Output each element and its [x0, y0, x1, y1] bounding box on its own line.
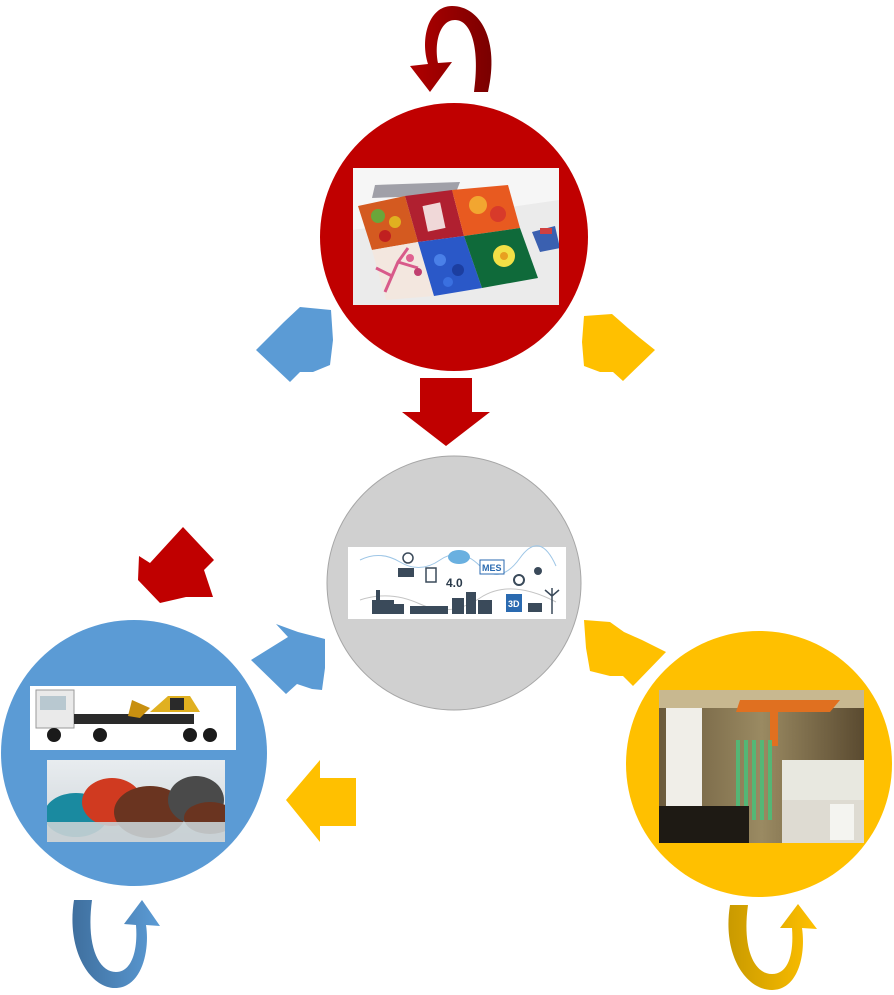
conveyor-icon	[410, 606, 448, 614]
red-self-loop-arrow	[410, 6, 492, 92]
gold-arrow-to-blue-node	[286, 760, 356, 842]
factory-icon	[372, 590, 404, 614]
cloud-icon	[448, 550, 470, 564]
blue-arrow-to-red-node	[256, 307, 333, 382]
gold-arrow-to-center-node	[584, 620, 666, 686]
truck-icon	[528, 603, 542, 612]
industrial-plating-line-photo	[659, 690, 864, 843]
blue-arrow-to-center-node	[251, 624, 325, 694]
skyline-icon	[452, 592, 492, 614]
printed-tiles-photo	[353, 168, 559, 305]
left-blue-node	[1, 620, 267, 886]
red-down-arrow	[402, 378, 490, 446]
red-arrow-to-blue-node	[138, 527, 214, 603]
lightbulb-icon	[534, 567, 542, 575]
truck-with-excavator-photo	[30, 686, 236, 750]
3d-printer-icon	[506, 594, 522, 612]
industry-4-0-banner: 4.0 MES 3D	[348, 545, 566, 619]
gear-icon	[513, 574, 525, 586]
mes-label-box	[479, 559, 505, 575]
mes-label: MES	[482, 563, 502, 573]
gold-arrow-to-red-node	[582, 314, 655, 381]
document-icon	[425, 567, 437, 583]
wind-turbine-icon	[544, 588, 560, 614]
industry-4-0-label: 4.0	[446, 576, 463, 590]
plastic-pellets-photo	[47, 760, 225, 842]
people-icon	[398, 568, 414, 577]
clock-icon	[402, 552, 414, 564]
3d-label: 3D	[508, 599, 520, 609]
gold-self-loop-arrow	[728, 904, 817, 990]
blue-self-loop-arrow	[72, 900, 160, 988]
